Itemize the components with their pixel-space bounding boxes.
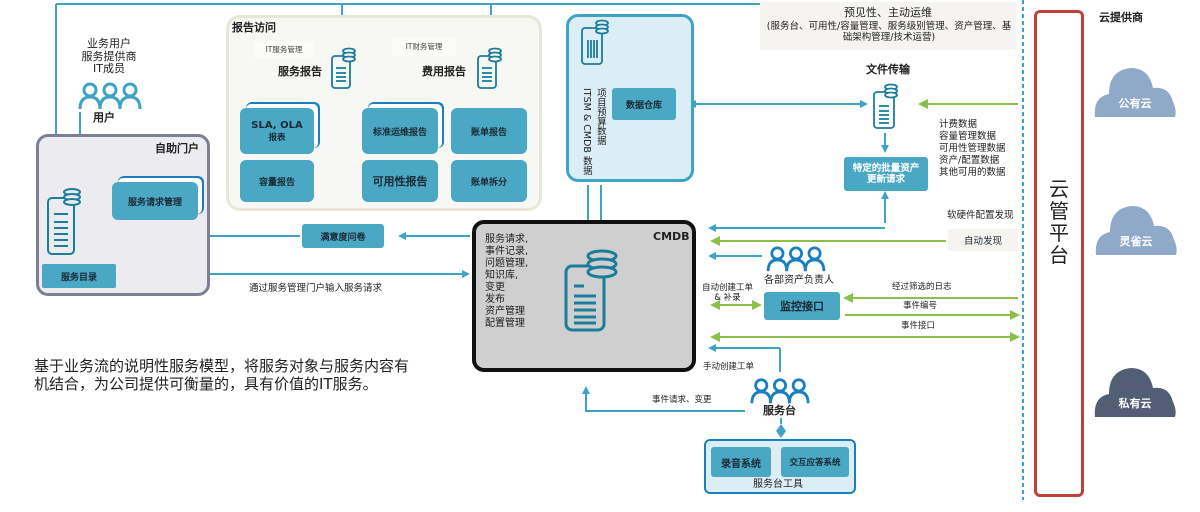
- data-warehouse[interactable]: 数据仓库: [612, 88, 676, 120]
- incident-request-change-label: 事件请求、变更: [652, 395, 712, 405]
- event-number-label: 事件编号: [903, 301, 938, 311]
- cmdb-item: 配置管理: [485, 318, 525, 329]
- cmdb-item: 问题管理,: [485, 258, 529, 269]
- billing-split[interactable]: 账单拆分: [451, 160, 527, 202]
- user-roles: 业务用户 服务提供商 IT成员: [76, 37, 142, 76]
- auto-ticket-label: 自动创建工单 & 补录: [702, 283, 754, 304]
- service-desk-label: 服务台: [763, 404, 796, 417]
- cloud-icon: [1095, 206, 1177, 255]
- service-request-management[interactable]: 服务请求管理: [112, 182, 198, 220]
- portal-server-icon: [47, 188, 81, 255]
- users-label: 用户: [93, 111, 115, 124]
- service-report-label: 服务报告: [278, 65, 322, 78]
- file-transfer-data-list: 计费数据 容量管理数据 可用性管理数据 资产/配置数据 其他可用的数据: [939, 119, 1006, 178]
- cloud-icon: [1094, 68, 1176, 117]
- service-desk-tools-label: 服务台工具: [753, 479, 803, 490]
- role-service-provider: 服务提供商: [81, 49, 137, 63]
- cloud-public[interactable]: 公有云: [1093, 62, 1177, 118]
- cmdb-item: 服务请求,: [485, 234, 529, 245]
- description-line1: 基于业务流的说明性服务模型，将服务对象与服务内容有: [34, 357, 410, 375]
- cloud-alauda-label: 灵雀云: [1119, 235, 1153, 248]
- cmdb-item: 资产管理: [485, 306, 525, 317]
- file-transfer-server-icon: [873, 83, 898, 129]
- discovery-label: 软硬件配置发现: [947, 210, 1014, 221]
- service-catalog[interactable]: 服务目录: [42, 264, 116, 288]
- batch-asset-update-request[interactable]: 特定的批量资产更新请求: [844, 157, 928, 191]
- auto-ticket-line1: 自动创建工单: [702, 283, 754, 293]
- proactive-ops-panel: [760, 2, 1016, 50]
- recording-system[interactable]: 录音系统: [711, 447, 771, 477]
- project-budget-data-label: 项目预算数据: [594, 88, 606, 145]
- filtered-logs-label: 经过筛选的日志: [892, 282, 952, 292]
- data-item: 其他可用的数据: [939, 166, 1006, 178]
- cmdb-panel: [472, 220, 696, 372]
- cmdb-server-icon: [564, 249, 618, 332]
- it-finance-mgmt-tag: IT财务管理: [392, 38, 456, 56]
- cmdb-item: 变更: [485, 282, 505, 293]
- description-line2: 机结合，为公司提供可衡量的，具有价值的IT服务。: [34, 375, 378, 393]
- capacity-report[interactable]: 容量报告: [240, 160, 314, 202]
- billing-report[interactable]: 账单报告: [451, 108, 527, 154]
- itsm-cmdb-data-label: ITSM & CMDB 数据: [580, 88, 592, 175]
- cmdb-item: 知识库,: [485, 270, 519, 281]
- asset-owners-label: 各部资产负责人: [764, 275, 834, 286]
- cloud-private-label: 私有云: [1118, 397, 1152, 410]
- role-business-user: 业务用户: [87, 37, 131, 50]
- users-group-icon: [78, 82, 142, 110]
- data-item: 资产/配置数据: [939, 154, 1000, 166]
- event-interface-label: 事件接口: [901, 321, 936, 331]
- data-item: 容量管理数据: [939, 130, 997, 142]
- sla-ola-report[interactable]: SLA, OLA 报表: [240, 108, 314, 154]
- cloud-platform-label: 云管平台: [1049, 177, 1069, 267]
- auto-discovery[interactable]: 自动发现: [948, 229, 1018, 251]
- asset-owners-icon: [766, 246, 826, 272]
- report-access-title: 报告访问: [232, 21, 276, 34]
- portal-input-label: 通过服务管理门户输入服务请求: [249, 283, 383, 294]
- cost-report-server-icon: [477, 47, 502, 89]
- file-transfer-title: 文件传输: [866, 63, 910, 76]
- cmdb-title: CMDB: [653, 230, 690, 243]
- cloud-providers-title: 云提供商: [1099, 11, 1143, 24]
- role-it-member: IT成员: [93, 62, 125, 76]
- service-desk-people-icon: [750, 378, 810, 404]
- it-service-mgmt-tag: IT服务管理: [254, 41, 314, 59]
- data-item: 计费数据: [939, 119, 978, 130]
- cmdb-items: 服务请求, 事件记录, 问题管理, 知识库, 变更 发布 资产管理 配置管理: [485, 234, 528, 330]
- cmdb-item: 事件记录,: [485, 246, 529, 257]
- cloud-platform[interactable]: [1034, 10, 1084, 497]
- satisfaction-survey[interactable]: 满意度问卷: [302, 224, 384, 248]
- cloud-private[interactable]: 私有云: [1093, 362, 1177, 418]
- warehouse-server-icon: [581, 19, 609, 65]
- cloud-icon: [1094, 368, 1176, 417]
- cmdb-item: 发布: [485, 294, 505, 305]
- sla-ola-title: SLA, OLA: [251, 119, 303, 131]
- sla-ola-sub: 报表: [268, 132, 286, 143]
- proactive-ops-detail: (服务台、可用性/容量管理、服务级别管理、资产管理、基础架构管理/技术运营): [766, 21, 1012, 44]
- auto-ticket-line2: & 补录: [714, 292, 741, 303]
- description: 基于业务流的说明性服务模型，将服务对象与服务内容有 机结合，为公司提供可衡量的，…: [34, 357, 409, 393]
- data-item: 可用性管理数据: [939, 142, 1006, 154]
- top-bus-line: [55, 3, 760, 5]
- cost-report-label: 费用报告: [422, 65, 466, 78]
- standard-ops-report[interactable]: 标准运维报告: [362, 108, 438, 154]
- service-report-server-icon: [331, 47, 356, 89]
- proactive-ops-title: 预见性、主动运维: [844, 6, 932, 19]
- monitoring-interface[interactable]: 监控接口: [764, 292, 840, 320]
- manual-ticket-label: 手动创建工单: [703, 362, 755, 372]
- ivr-system[interactable]: 交互应答系统: [781, 447, 849, 477]
- cloud-public-label: 公有云: [1118, 97, 1152, 110]
- cloud-alauda[interactable]: 灵雀云: [1094, 200, 1178, 256]
- portal-title: 自助门户: [155, 142, 199, 155]
- availability-report[interactable]: 可用性报告: [362, 160, 438, 202]
